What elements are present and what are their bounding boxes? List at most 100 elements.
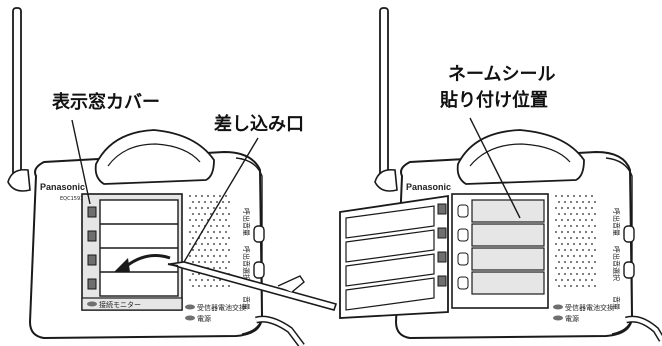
right-device: 呼出音量 呼出音選択 音量 受信器電池交換 電源 Panasonic ネームシー… [339, 7, 662, 342]
right-led-1 [553, 304, 563, 310]
speaker-dot [573, 231, 575, 233]
speaker-dot [201, 219, 203, 221]
speaker-dot [213, 207, 215, 209]
speaker-dot [195, 255, 197, 257]
open-cover-slot [345, 253, 435, 287]
speaker-dot [228, 237, 230, 239]
speaker-dot [564, 237, 566, 239]
speaker-dot [198, 249, 200, 251]
speaker-dot [573, 219, 575, 221]
speaker-dot [576, 213, 578, 215]
speaker-dot [579, 231, 581, 233]
speaker-dot [192, 237, 194, 239]
speaker-dot [219, 207, 221, 209]
speaker-dot [585, 231, 587, 233]
left-led-1 [185, 304, 195, 310]
speaker-dot [588, 201, 590, 203]
speaker-dot [570, 237, 572, 239]
speaker-dot [225, 255, 227, 257]
speaker-dot [561, 207, 563, 209]
speaker-dot [573, 243, 575, 245]
speaker-dot [192, 285, 194, 287]
speaker-dot [582, 213, 584, 215]
speaker-dot [204, 249, 206, 251]
right-side-label-2: 呼出音選択 [612, 246, 621, 281]
speaker-dot [210, 201, 212, 203]
right-led-label-1: 受信器電池交換 [565, 303, 614, 312]
speaker-dot [555, 279, 557, 281]
speaker-dot [213, 279, 215, 281]
speaker-dot [594, 273, 596, 275]
speaker-dot [576, 261, 578, 263]
speaker-dot [579, 267, 581, 269]
speaker-dot [228, 261, 230, 263]
speaker-dot [225, 195, 227, 197]
name-seal-area [471, 199, 545, 223]
speaker-dot [588, 249, 590, 251]
speaker-dot [576, 285, 578, 287]
speaker-dot [558, 285, 560, 287]
left-led-2 [185, 315, 195, 321]
speaker-dot [591, 279, 593, 281]
speaker-dot [561, 255, 563, 257]
speaker-dot [567, 231, 569, 233]
speaker-dot [219, 279, 221, 281]
insert-arrowhead-icon [114, 258, 130, 272]
right-led [457, 252, 469, 266]
right-led [457, 276, 469, 290]
speaker-dot [204, 213, 206, 215]
speaker-dot [594, 213, 596, 215]
speaker-dot [210, 261, 212, 263]
speaker-dot [582, 237, 584, 239]
speaker-dot [210, 249, 212, 251]
right-led [457, 204, 469, 218]
speaker-dot [591, 243, 593, 245]
name-seal-area [471, 247, 545, 271]
speaker-dot [555, 231, 557, 233]
speaker-dot [207, 195, 209, 197]
speaker-dot [222, 201, 224, 203]
speaker-dot [219, 195, 221, 197]
speaker-dot [576, 225, 578, 227]
left-side-switch-1 [253, 225, 265, 243]
speaker-dot [588, 285, 590, 287]
left-side-label-3: 音量 [242, 296, 251, 310]
left-brand: Panasonic [40, 182, 85, 192]
open-cover-led [437, 227, 447, 239]
speaker-dot [555, 255, 557, 257]
speaker-dot [225, 243, 227, 245]
speaker-dot [564, 261, 566, 263]
speaker-dot [228, 225, 230, 227]
left-side [235, 157, 263, 335]
speaker-dot [192, 201, 194, 203]
speaker-dot [573, 279, 575, 281]
speaker-dot [570, 201, 572, 203]
speaker-dot [213, 255, 215, 257]
speaker-dot [570, 261, 572, 263]
speaker-dot [573, 255, 575, 257]
speaker-dot [219, 219, 221, 221]
speaker-dot [579, 255, 581, 257]
speaker-dot [591, 219, 593, 221]
speaker-dot [594, 285, 596, 287]
speaker-dot [216, 225, 218, 227]
speaker-dot [588, 237, 590, 239]
speaker-dot [561, 267, 563, 269]
speaker-dot [555, 219, 557, 221]
speaker-dot [555, 195, 557, 197]
speaker-dot [213, 219, 215, 221]
speaker-dot [222, 237, 224, 239]
speaker-dot [561, 231, 563, 233]
speaker-dot [573, 267, 575, 269]
speaker-dot [189, 255, 191, 257]
speaker-dot [189, 195, 191, 197]
speaker-dot [219, 243, 221, 245]
speaker-dot [561, 279, 563, 281]
speaker-dot [201, 207, 203, 209]
speaker-dot [585, 279, 587, 281]
speaker-dot [591, 195, 593, 197]
left-bottom-bar [81, 297, 183, 311]
speaker-dot [564, 201, 566, 203]
speaker-dot [192, 225, 194, 227]
